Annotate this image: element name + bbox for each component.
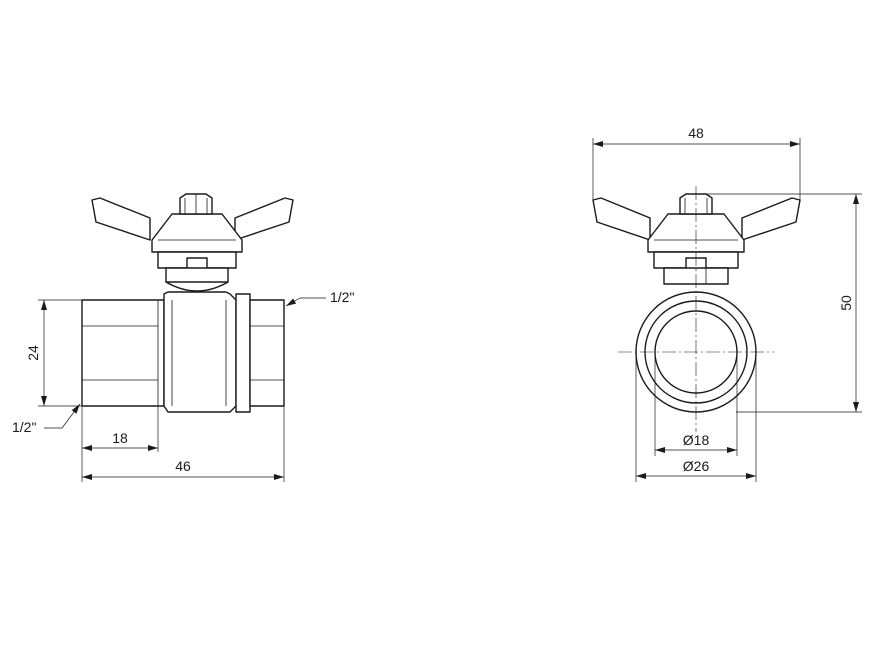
side-height-label: 24: [25, 345, 41, 361]
side-thread-left-label: 1/2": [12, 419, 36, 435]
side-length-label: 46: [175, 458, 191, 474]
front-handle: [592, 193, 801, 253]
front-inner-diameter-label: Ø18: [683, 432, 710, 448]
side-stem: [157, 251, 237, 292]
side-handle: [91, 193, 294, 253]
front-centerlines: [618, 186, 774, 432]
side-view: 24 18 46 1/2" 1/2": [12, 193, 354, 482]
front-handle-width-label: 48: [688, 125, 704, 141]
side-body: [81, 291, 285, 413]
front-dimensions: 48 50 Ø18 Ø26: [592, 125, 862, 482]
side-thread-right-label: 1/2": [330, 289, 354, 305]
side-dimensions: 24 18 46 1/2" 1/2": [12, 289, 354, 482]
front-outer-diameter-label: Ø26: [683, 458, 710, 474]
side-thread-depth-label: 18: [112, 430, 128, 446]
front-view: 48 50 Ø18 Ø26: [592, 125, 862, 482]
front-total-height-label: 50: [838, 295, 854, 311]
